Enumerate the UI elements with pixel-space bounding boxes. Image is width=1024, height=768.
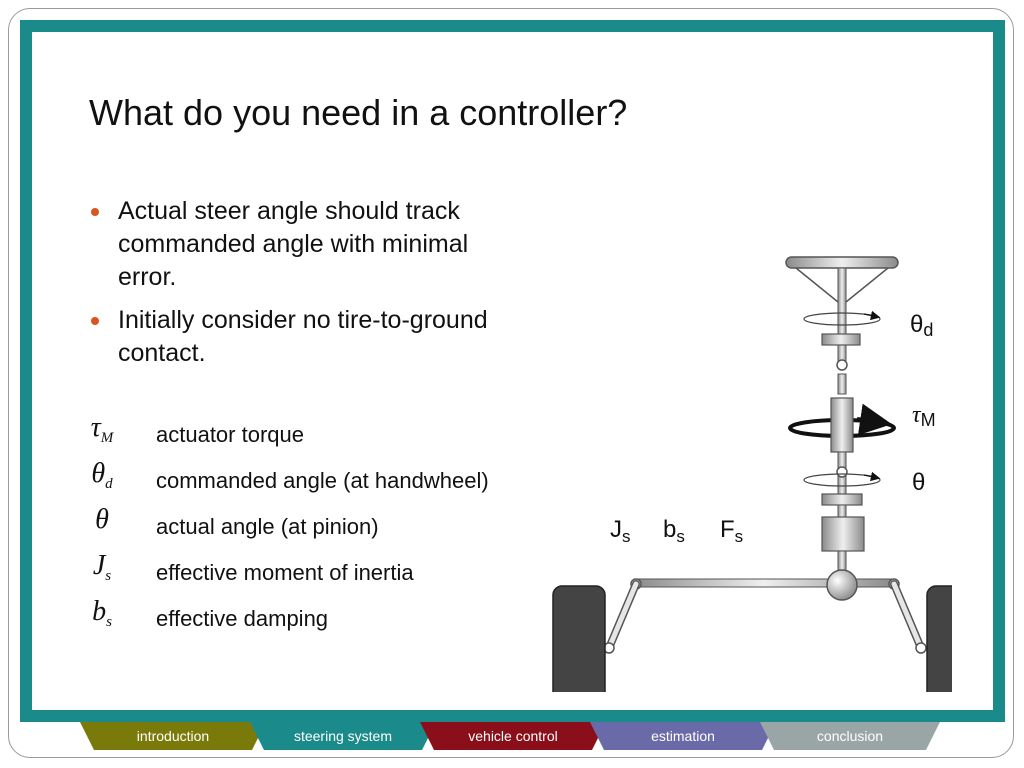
right-tire — [926, 585, 952, 692]
pinion-shaft — [837, 504, 847, 518]
upper-joint — [836, 359, 848, 371]
slide: What do you need in a controller? Actual… — [32, 32, 993, 710]
lower-joint — [836, 466, 848, 478]
section-nav: introduction steering system vehicle con… — [80, 722, 940, 750]
symbol-description: effective moment of inertia — [156, 560, 414, 585]
theta-d-arrowhead-icon — [863, 310, 881, 321]
symbol-label: Js — [92, 550, 112, 584]
symbol-label: τM — [90, 412, 114, 446]
upper-shaft — [837, 267, 847, 369]
lower-coupling — [821, 493, 863, 506]
left-tire — [552, 585, 606, 692]
bullet-text: Initially consider no tire-to-ground con… — [118, 306, 488, 367]
fs-label: Fs — [720, 516, 743, 546]
bullet-text: Actual steer angle should track commande… — [118, 197, 469, 291]
damper-block — [821, 516, 865, 552]
nav-tab-steering-system[interactable]: steering system — [250, 722, 436, 750]
symbol-label: θd — [91, 458, 113, 492]
bullet-item: Actual steer angle should track commande… — [86, 195, 506, 294]
theta-d-label: θd — [910, 311, 933, 340]
nav-tab-conclusion[interactable]: conclusion — [760, 722, 940, 750]
bullet-list: Actual steer angle should track commande… — [86, 195, 506, 380]
theta-arrowhead-icon — [863, 471, 881, 482]
upper-coupling — [821, 333, 861, 346]
tau-m-label: τM — [912, 402, 936, 430]
bullet-dot-icon — [91, 317, 99, 325]
nav-tab-vehicle-control[interactable]: vehicle control — [420, 722, 606, 750]
symbol-label: θ — [95, 504, 109, 535]
symbol-description: effective damping — [156, 606, 329, 631]
symbol-description: actuator torque — [156, 422, 304, 447]
symbol-description: commanded angle (at handwheel) — [156, 468, 489, 493]
nav-tab-introduction[interactable]: introduction — [80, 722, 266, 750]
bs-label: bs — [663, 516, 685, 546]
bullet-dot-icon — [91, 208, 99, 216]
tau-m-arrowhead-icon — [856, 403, 892, 436]
steering-system-diagram: θd τM θ Js bs Fs — [552, 256, 952, 692]
symbol-description: actual angle (at pinion) — [156, 514, 379, 539]
js-label: Js — [610, 516, 631, 546]
theta-label: θ — [912, 469, 925, 496]
symbol-label: bs — [92, 596, 112, 630]
bullet-item: Initially consider no tire-to-ground con… — [86, 304, 506, 370]
pinion-ball — [826, 569, 858, 601]
right-knuckle-joint — [915, 642, 927, 654]
motor-body — [830, 397, 854, 453]
nav-tab-estimation[interactable]: estimation — [590, 722, 776, 750]
motor-shaft-top — [837, 373, 847, 395]
slide-title: What do you need in a controller? — [89, 92, 628, 133]
